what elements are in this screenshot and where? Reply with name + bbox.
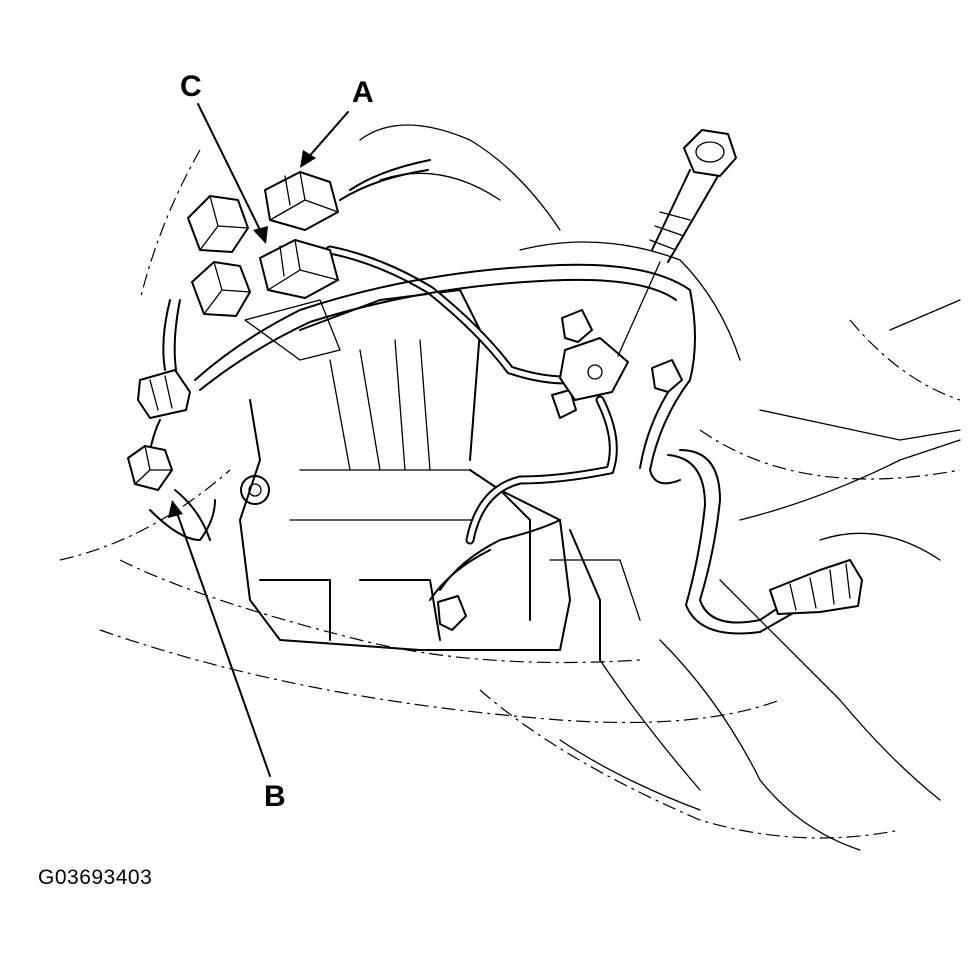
connector-left-mid <box>137 369 191 419</box>
callout-leaders <box>168 103 349 777</box>
callout-a: A <box>352 76 374 109</box>
connector-b <box>127 445 173 491</box>
connector-c <box>259 239 339 299</box>
harness-clips <box>437 309 683 631</box>
figure-id: G03693403 <box>38 866 153 889</box>
connector-a <box>264 171 339 231</box>
mounting-bolt <box>617 129 737 357</box>
sensor-connector <box>769 559 863 615</box>
callout-b: B <box>264 780 286 813</box>
callout-c: C <box>180 70 202 103</box>
engine-outline <box>59 124 961 851</box>
wire-harness <box>144 159 796 635</box>
connector-left-upper <box>187 195 251 317</box>
